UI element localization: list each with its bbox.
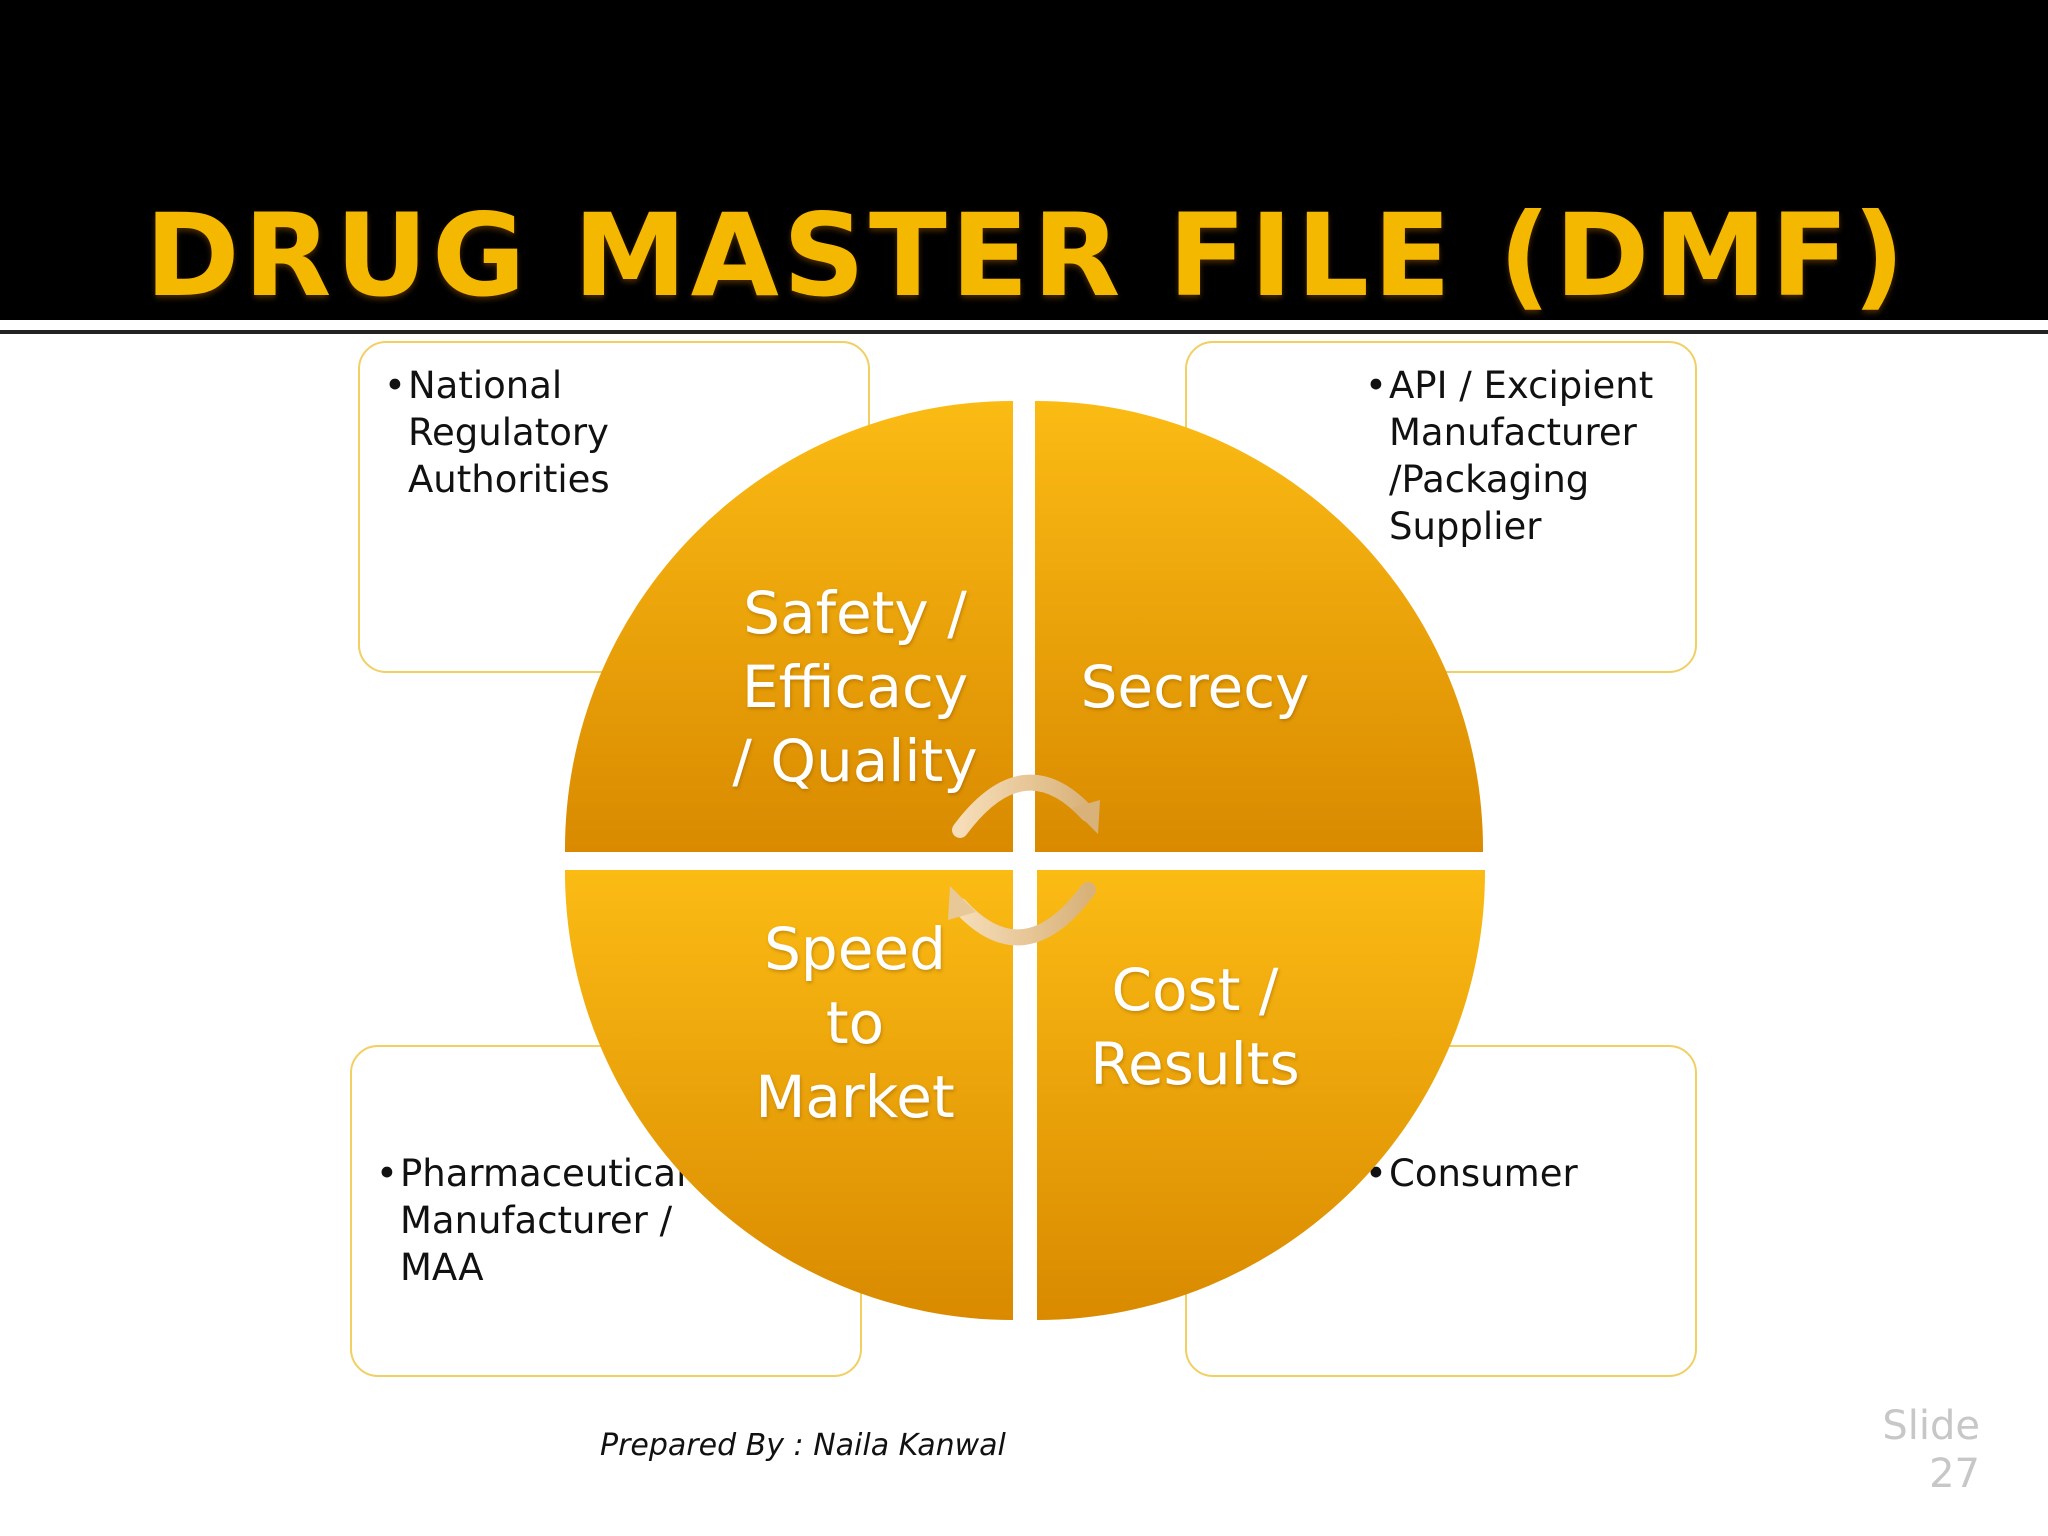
stakeholder-text-bottom-right: • Consumer (1365, 1152, 1578, 1195)
quadrant-label-bottom-left: Speed to Market (755, 915, 955, 1131)
quadrant-label-top-left: Safety / Efficacy / Quality (732, 579, 978, 795)
slide-title: DRUG MASTER FILE (DMF) (145, 189, 1909, 322)
bullet-icon: • (1365, 364, 1387, 407)
stakeholder-text-top-right: • API / Excipient Manufacturer /Packagin… (1365, 364, 1654, 548)
bullet-icon: • (384, 364, 406, 407)
quadrant-top-left (564, 401, 1013, 852)
slide-label: Slide (1882, 1403, 1980, 1449)
slide-number: Slide 27 (1860, 1402, 1980, 1498)
slide-number-value: 27 (1929, 1451, 1980, 1497)
quadrant-bottom-left (564, 870, 1013, 1320)
cycle-arrowhead-top-icon (1072, 800, 1100, 834)
cycle-arrow-bottom-icon (952, 882, 1096, 946)
quadrant-label-bottom-right: Cost / Results (1090, 956, 1300, 1098)
title-bar: DRUG MASTER FILE (DMF) (0, 0, 2048, 322)
quadrant-top-right (1035, 400, 1484, 852)
cycle-arrow-top-icon (952, 774, 1096, 838)
quadrant-bottom-right (1037, 870, 1486, 1320)
footer-credit: Prepared By : Naila Kanwal (600, 1428, 1006, 1463)
stakeholder-text-top-left: • National Regulatory Authorities (384, 364, 610, 501)
title-underline (0, 330, 2048, 334)
quadrant-label-top-right: Secrecy (1080, 653, 1310, 721)
bullet-icon: • (376, 1152, 398, 1195)
cycle-arrowhead-bottom-icon (948, 886, 976, 920)
stakeholder-text-bottom-left: • Pharmaceutical Manufacturer / MAA (376, 1152, 687, 1289)
